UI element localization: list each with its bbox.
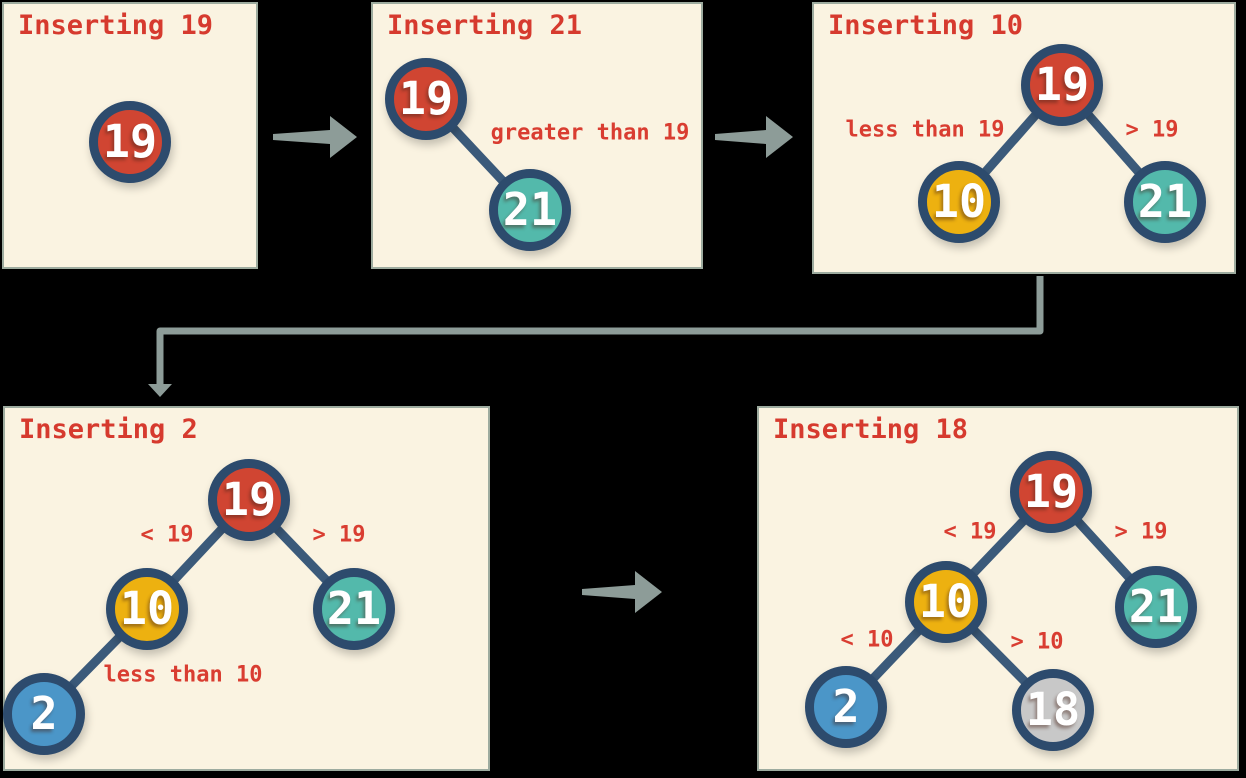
edge-condition-label: < 10 <box>840 627 894 653</box>
edge-condition-label: > 19 <box>1114 519 1168 545</box>
arrow-step4-to-step5-icon <box>582 571 662 613</box>
tree-node-2: 2 <box>805 666 887 748</box>
tree-node-21: 21 <box>489 169 571 251</box>
tree-node-18: 18 <box>1012 669 1094 751</box>
tree-node-19: 19 <box>89 101 171 183</box>
tree-node-2: 2 <box>3 673 85 755</box>
panel-title: Inserting 19 <box>18 10 214 41</box>
edge-condition-label: less than 10 <box>103 662 263 688</box>
panel-title: Inserting 2 <box>19 414 198 445</box>
edge-condition-label: greater than 19 <box>490 120 690 146</box>
panel-inserting-21: Inserting 21 greater than 19 19 21 <box>371 2 703 269</box>
tree-canvas: < 19 > 19 < 10 > 10 19 10 21 2 18 <box>759 408 1237 769</box>
tree-node-10: 10 <box>905 561 987 643</box>
edge-condition-label: < 19 <box>943 519 997 545</box>
edge-condition-label: > 19 <box>312 522 366 548</box>
tree-node-10: 10 <box>106 568 188 650</box>
tree-node-21: 21 <box>1115 566 1197 648</box>
tree-node-10: 10 <box>918 161 1000 243</box>
tree-node-19: 19 <box>1021 44 1103 126</box>
tree-canvas: 19 <box>4 4 256 267</box>
edge-condition-label: less than 19 <box>845 117 1005 143</box>
arrow-step1-to-step2-icon <box>273 116 357 158</box>
tree-canvas: greater than 19 19 21 <box>373 4 701 267</box>
tree-node-21: 21 <box>313 568 395 650</box>
tree-node-21: 21 <box>1124 161 1206 243</box>
panel-title: Inserting 10 <box>828 10 1024 41</box>
edge-condition-label: < 19 <box>140 522 194 548</box>
panel-inserting-18: Inserting 18 < 19 > 19 < 10 > 10 19 10 21 2 18 <box>757 406 1239 771</box>
panel-title: Inserting 21 <box>387 10 583 41</box>
arrow-step2-to-step3-icon <box>715 116 793 158</box>
arrow-step3-to-step4-icon <box>148 276 1044 397</box>
panel-inserting-10: Inserting 10 less than 19 > 19 19 10 21 <box>812 2 1236 274</box>
panel-title: Inserting 18 <box>773 414 969 445</box>
tree-node-19: 19 <box>1010 451 1092 533</box>
tree-node-19: 19 <box>208 459 290 541</box>
edge-condition-label: > 19 <box>1125 117 1179 143</box>
tree-canvas: less than 19 > 19 19 10 21 <box>814 4 1234 272</box>
panel-inserting-19: Inserting 19 19 <box>2 2 258 269</box>
edge-condition-label: > 10 <box>1010 629 1064 655</box>
tree-node-19: 19 <box>385 58 467 140</box>
